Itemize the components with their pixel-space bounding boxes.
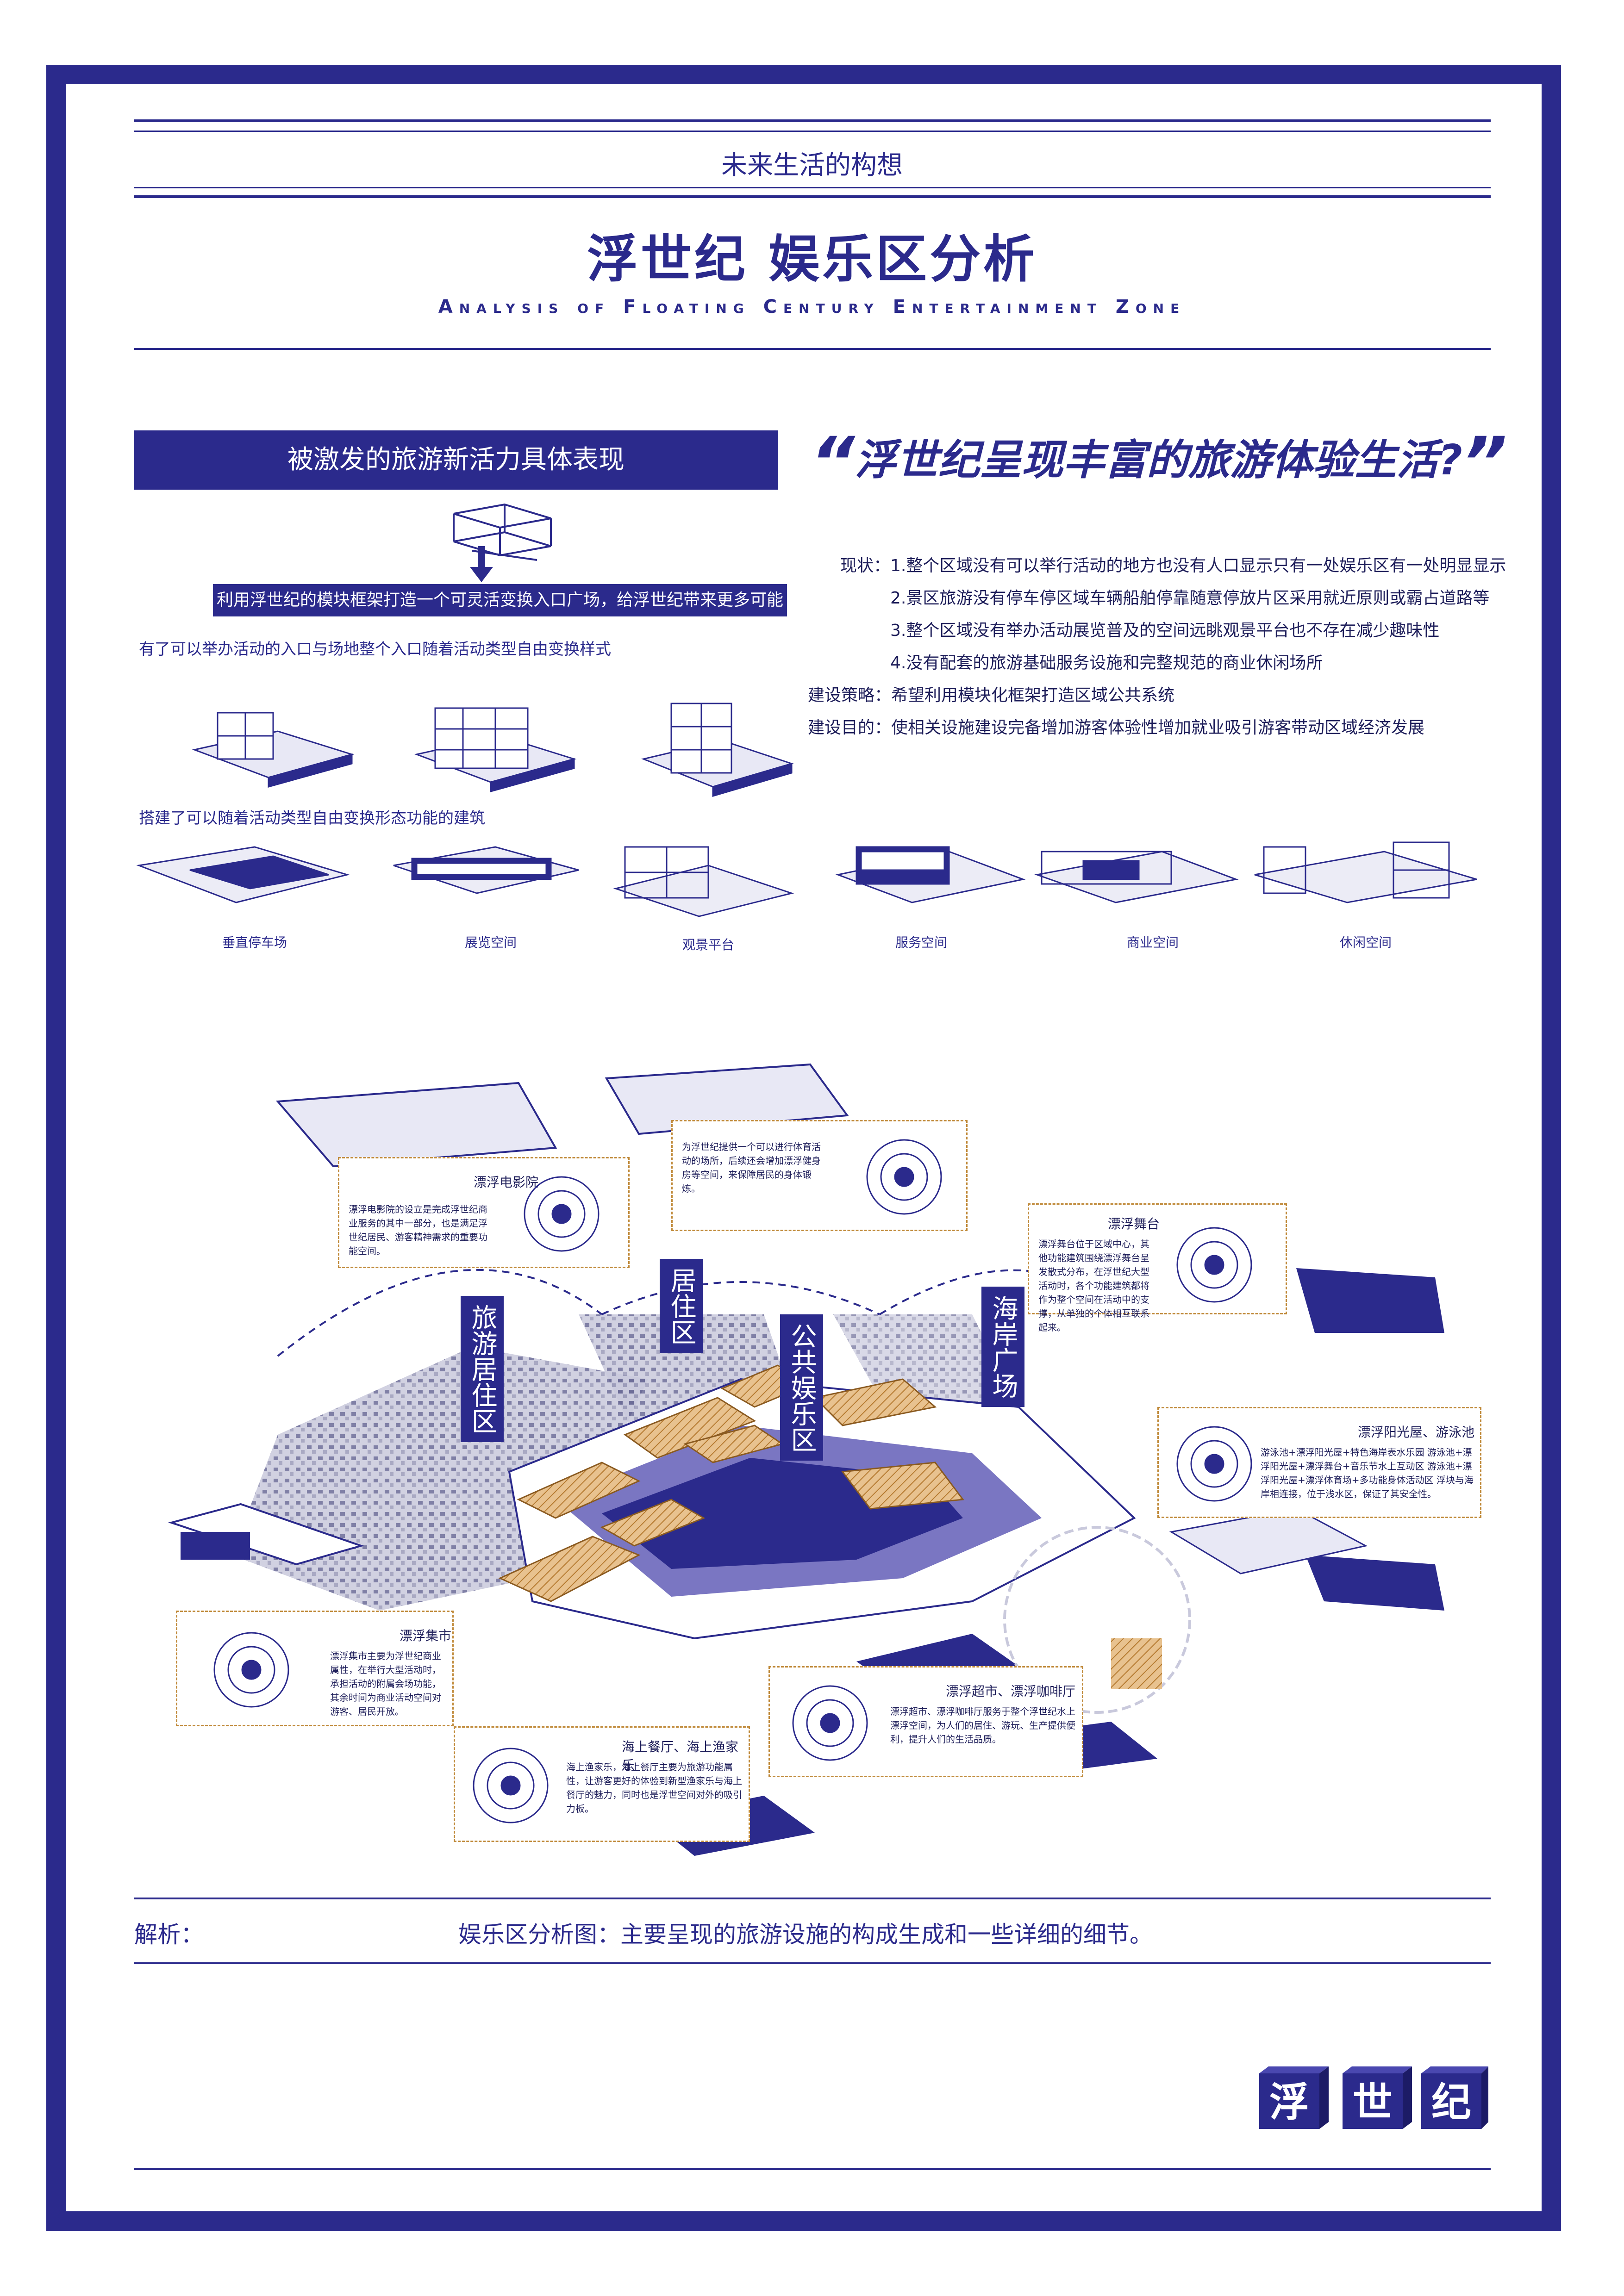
building-type-label: 观景平台 <box>682 937 734 952</box>
facility-card-stage: 漂浮舞台 漂浮舞台位于区域中心，其他功能建筑围绕漂浮舞台呈发散式分布，在浮世纪大… <box>1028 1203 1287 1333</box>
building-type-label: 展览空间 <box>464 935 517 950</box>
entrance-caption: 有了可以举办活动的入口与场地整个入口随着活动类型自由变换样式 <box>139 640 611 659</box>
zone-label: 旅游居住区 <box>461 1296 504 1442</box>
logo-char: 世 <box>1353 2079 1393 2126</box>
fact-line: 建设策略：希望利用模块化框架打造区域公共系统 <box>808 686 1175 705</box>
circulation-diagram <box>524 1176 600 1252</box>
facility-name: 漂浮超市、漂浮咖啡厅 <box>946 1684 1076 1699</box>
left-band-title: 被激发的旅游新活力具体表现 <box>134 430 778 490</box>
frame-caption: 利用浮世纪的模块框架打造一个可灵活变换入口广场，给浮世纪带来更多可能性。 <box>213 584 787 642</box>
analysis-text: 娱乐区分析图：主要呈现的旅游设施的构成生成和一些详细的细节。 <box>458 1921 1153 1948</box>
facility-name: 漂浮阳光屋、游泳池 <box>1358 1425 1475 1440</box>
facility-card-supermarket: 漂浮超市、漂浮咖啡厅 漂浮超市、漂浮咖啡厅服务于整个浮世纪水上漂浮空间，为人们的… <box>768 1666 1083 1777</box>
zone-label: 居住区 <box>660 1259 703 1353</box>
analysis-rule-bottom <box>134 1962 1491 1964</box>
kicker: 未来生活的构想 <box>721 150 903 180</box>
facility-card-restaurant: 海上餐厅、海上渔家乐 海上渔家乐，海上餐厅主要为旅游功能属性，让游客更好的体验到… <box>454 1726 750 1842</box>
circulation-diagram <box>866 1139 942 1215</box>
brand-logo: 浮 世 纪 <box>1259 2066 1488 2129</box>
header-rule-2 <box>134 131 1491 132</box>
open-quote-icon: “ <box>810 423 855 504</box>
fact-line: 4.没有配套的旅游基础服务设施和完整规范的商业休闲场所 <box>890 653 1323 672</box>
logo-char: 纪 <box>1431 2079 1471 2126</box>
page-title: 浮世纪 娱乐区分析 <box>587 230 1037 289</box>
building-type-label: 休闲空间 <box>1339 935 1392 950</box>
header-rule-3 <box>134 187 1491 188</box>
building-type-label: 垂直停车场 <box>222 935 287 950</box>
analysis-label: 解析： <box>134 1921 204 1948</box>
entrance-variant-2 <box>414 707 577 792</box>
facts-list: 现状：1.整个区域没有可以举行活动的地方也没有人口显示只有一处娱乐区有一处明显显… <box>808 550 1506 744</box>
circulation-diagram <box>1176 1426 1252 1502</box>
analysis-rule-top <box>134 1898 1491 1899</box>
building-types-illustration <box>136 841 1477 917</box>
header-rule-1 <box>134 119 1491 122</box>
facility-name: 漂浮电影院 <box>474 1175 539 1190</box>
building-type-label: 商业空间 <box>1126 935 1179 950</box>
logo-char: 浮 <box>1269 2079 1309 2126</box>
facility-name: 漂浮集市 <box>400 1628 452 1643</box>
zone-label: 海岸广场 <box>981 1287 1024 1407</box>
slogan: “浮世纪呈现丰富的旅游体验生活?” <box>810 426 1507 498</box>
arrow-down-icon <box>470 546 493 582</box>
facility-description: 漂浮集市主要为浮世纪商业属性，在举行大型活动时，承担活动的附属会场功能，其余时间… <box>330 1650 441 1717</box>
fact-line: 3.整个区域没有举办活动展览普及的空间远眺观景平台也不存在减少趣味性 <box>890 621 1440 640</box>
facility-card-market: 漂浮集市 漂浮集市主要为浮世纪商业属性，在举行大型活动时，承担活动的附属会场功能… <box>176 1611 454 1726</box>
facility-description: 海上渔家乐，海上餐厅主要为旅游功能属性，让游客更好的体验到新型渔家乐与海上餐厅的… <box>566 1761 742 1814</box>
fact-line: 现状：1.整个区域没有可以举行活动的地方也没有人口显示只有一处娱乐区有一处明显显… <box>840 556 1506 575</box>
circulation-diagram <box>213 1632 289 1708</box>
fact-line: 建设目的：使相关设施建设完备增加游客体验性增加就业吸引游客带动区域经济发展 <box>808 718 1425 737</box>
page-subtitle: Analysis of Floating Century Entertainme… <box>438 296 1186 317</box>
facility-description: 漂浮舞台位于区域中心，其他功能建筑围绕漂浮舞台呈发散式分布，在浮世纪大型活动时，… <box>1038 1238 1149 1333</box>
circulation-diagram <box>1176 1227 1252 1303</box>
entrance-variant-1 <box>192 712 355 788</box>
facility-description: 游泳池+漂浮阳光屋+特色海岸表水乐园 游泳池+漂浮阳光屋+漂浮舞台+音乐节水上互… <box>1261 1447 1474 1500</box>
facility-description: 漂浮电影院的设立是完成浮世纪商业服务的其中一部分，也是满足浮世纪居民、游客精神需… <box>349 1204 487 1257</box>
facility-card-sports: 为浮世纪提供一个可以进行体育活动的场所，后续还会增加漂浮健身房等空间，来保障居民… <box>671 1120 968 1231</box>
zone-label: 公共娱乐区 <box>780 1314 823 1461</box>
facility-name: 海上餐厅、海上渔家乐 <box>622 1739 739 1773</box>
circulation-diagram <box>792 1685 868 1761</box>
close-quote-icon: ” <box>1462 423 1507 504</box>
slogan-text: 浮世纪呈现丰富的旅游体验生活? <box>855 436 1462 485</box>
building-caption: 搭建了可以随着活动类型自由变换形态功能的建筑 <box>139 809 485 828</box>
header-rule-5 <box>134 348 1491 350</box>
circulation-diagram <box>473 1748 549 1823</box>
poster-frame <box>46 65 1561 2231</box>
entrance-variant-3 <box>641 703 794 797</box>
facility-description: 为浮世纪提供一个可以进行体育活动的场所，后续还会增加漂浮健身房等空间，来保障居民… <box>682 1141 821 1194</box>
facility-card-sunhouse-pool: 漂浮阳光屋、游泳池 游泳池+漂浮阳光屋+特色海岸表水乐园 游泳池+漂浮阳光屋+漂… <box>1157 1407 1481 1518</box>
facility-description: 漂浮超市、漂浮咖啡厅服务于整个浮世纪水上漂浮空间，为人们的居住、游玩、生产提供便… <box>890 1706 1075 1745</box>
header-rule-4 <box>134 195 1491 198</box>
footer-rule <box>134 2168 1491 2170</box>
building-type-label: 服务空间 <box>895 935 947 950</box>
fact-line: 2.景区旅游没有停车停区域车辆船舶停靠随意停放片区采用就近原则或霸占道路等 <box>890 589 1490 608</box>
facility-card-cinema: 漂浮电影院 漂浮电影院的设立是完成浮世纪商业服务的其中一部分，也是满足浮世纪居民… <box>338 1157 630 1268</box>
facility-name: 漂浮舞台 <box>1108 1216 1160 1232</box>
